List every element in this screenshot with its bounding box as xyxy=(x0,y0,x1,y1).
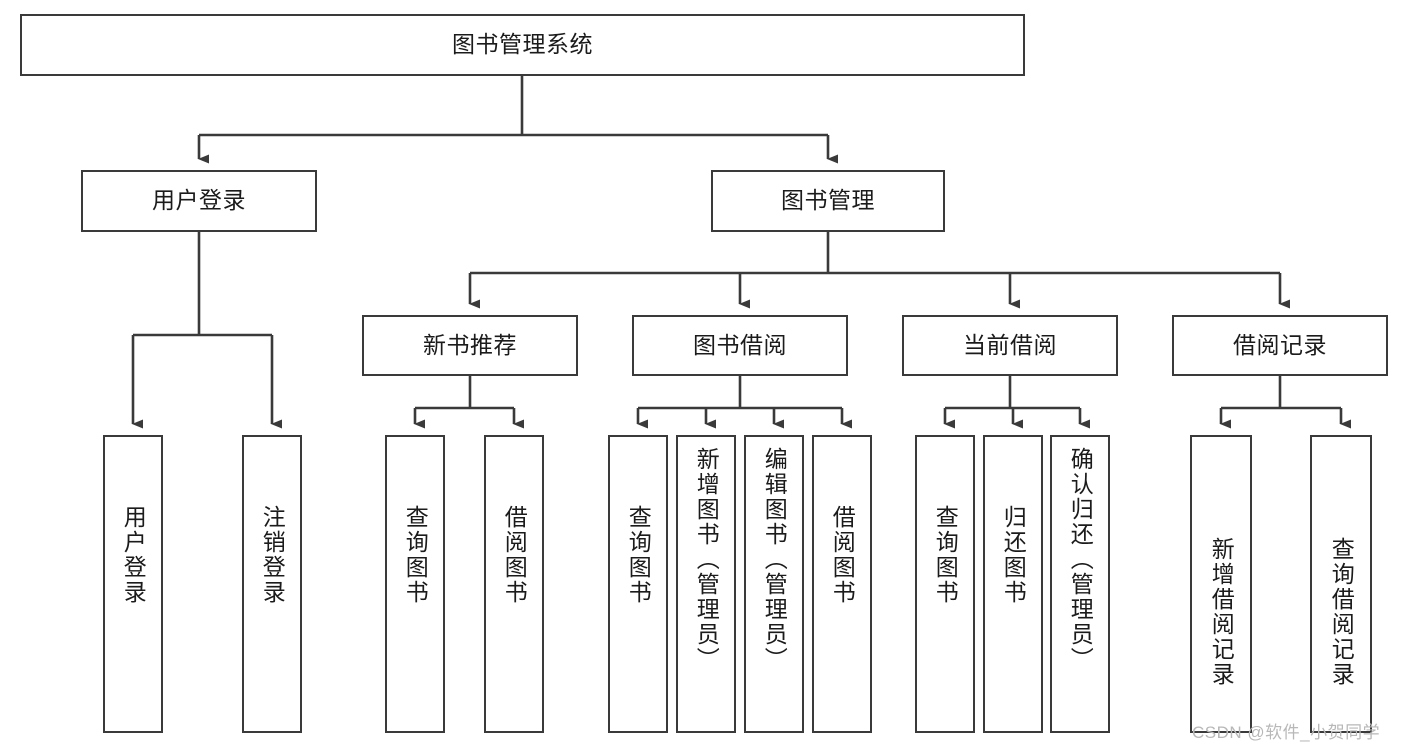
leaf-node[interactable]: 借阅图书 xyxy=(812,435,872,733)
leaf-node[interactable]: 编辑图书（管理员） xyxy=(744,435,804,733)
leaf-node[interactable]: 查询图书 xyxy=(915,435,975,733)
leaf-node[interactable]: 确认归还（管理员） xyxy=(1050,435,1110,733)
leaf-node[interactable]: 归还图书 xyxy=(983,435,1043,733)
level3-node[interactable]: 图书借阅 xyxy=(632,315,848,376)
level2-node[interactable]: 图书管理 xyxy=(711,170,945,232)
node-label: 查询借阅记录 xyxy=(1328,537,1355,687)
leaf-node[interactable]: 查询借阅记录 xyxy=(1310,435,1372,733)
leaf-node[interactable]: 新增图书（管理员） xyxy=(676,435,736,733)
csdn-watermark: CSDN @软件_小贺同学 xyxy=(1192,723,1381,742)
level2-node[interactable]: 用户登录 xyxy=(81,170,317,232)
node-label: 查询图书 xyxy=(402,505,429,605)
node-label: 注销登录 xyxy=(259,505,286,605)
node-label: 查询图书 xyxy=(932,505,959,605)
node-label: 查询图书 xyxy=(625,505,652,605)
leaf-node[interactable]: 用户登录 xyxy=(103,435,163,733)
node-label: 用户登录 xyxy=(152,187,246,214)
node-label: 借阅图书 xyxy=(501,505,528,605)
node-label: 图书借阅 xyxy=(693,331,787,358)
level3-node[interactable]: 新书推荐 xyxy=(362,315,578,376)
node-label: 新增借阅记录 xyxy=(1208,537,1235,687)
leaf-node[interactable]: 新增借阅记录 xyxy=(1190,435,1252,733)
node-label: 编辑图书（管理员） xyxy=(761,447,788,672)
node-label: 图书管理 xyxy=(781,187,875,214)
node-label: 确认归还（管理员） xyxy=(1067,447,1094,672)
node-label: 用户登录 xyxy=(120,505,147,605)
root-node[interactable]: 图书管理系统 xyxy=(20,14,1025,76)
node-label: 新书推荐 xyxy=(423,331,517,358)
node-label: 归还图书 xyxy=(1000,505,1027,605)
leaf-node[interactable]: 借阅图书 xyxy=(484,435,544,733)
leaf-node[interactable]: 查询图书 xyxy=(608,435,668,733)
level3-node[interactable]: 借阅记录 xyxy=(1172,315,1388,376)
node-label: 借阅记录 xyxy=(1233,331,1327,358)
node-label: 图书管理系统 xyxy=(452,31,593,58)
leaf-node[interactable]: 查询图书 xyxy=(385,435,445,733)
node-label: 借阅图书 xyxy=(829,505,856,605)
leaf-node[interactable]: 注销登录 xyxy=(242,435,302,733)
node-label: 当前借阅 xyxy=(963,331,1057,358)
node-label: 新增图书（管理员） xyxy=(693,447,720,672)
level3-node[interactable]: 当前借阅 xyxy=(902,315,1118,376)
